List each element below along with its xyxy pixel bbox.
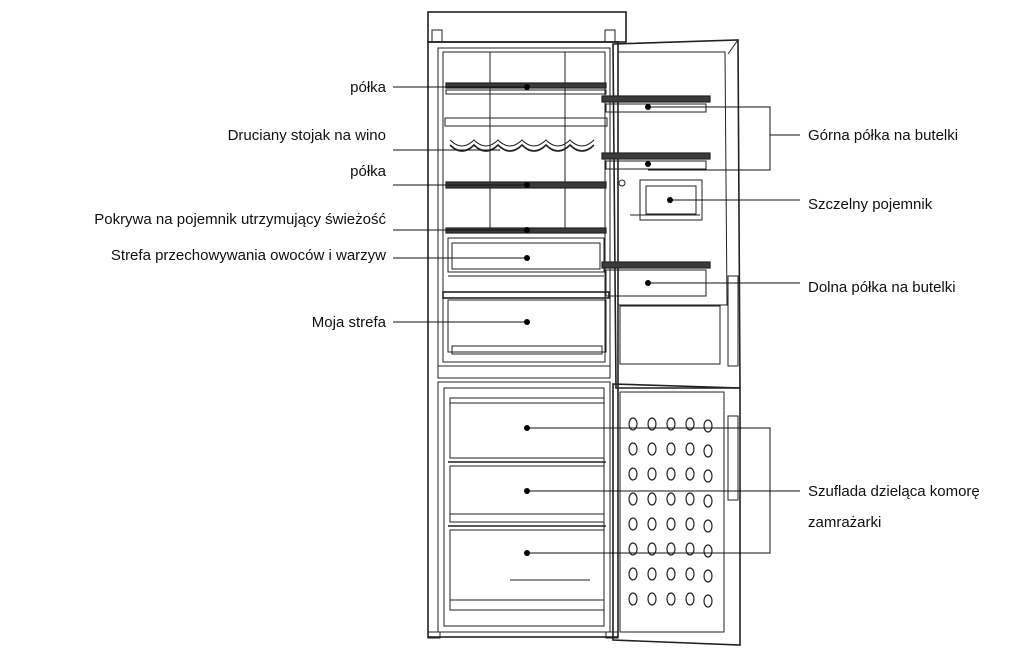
- label-crisper-zone: Strefa przechowywania owoców i warzyw: [111, 247, 386, 264]
- callout-crisper-zone: [393, 255, 530, 261]
- label-wine-rack: Druciany stojak na wino: [228, 127, 386, 144]
- callout-crisper-cover: [393, 227, 530, 233]
- label-crisper-cover: Pokrywa na pojemnik utrzymujący świeżość: [94, 211, 386, 228]
- label-upper-bottle-shelf: Górna półka na butelki: [808, 127, 958, 144]
- label-freezer-drawer-line2: zamrażarki: [808, 514, 881, 531]
- callout-sealed-container: [667, 197, 800, 203]
- callout-upper-bottle-shelf: [645, 104, 800, 171]
- freezer-door-dimples: [628, 417, 713, 608]
- label-my-zone: Moja strefa: [312, 314, 387, 331]
- label-lower-bottle-shelf: Dolna półka na butelki: [808, 279, 956, 296]
- callout-shelf-mid: [393, 182, 530, 188]
- callout-my-zone: [393, 319, 530, 325]
- label-shelf-top: półka: [350, 79, 387, 96]
- label-freezer-drawer-line1: Szuflada dzieląca komorę: [808, 483, 980, 500]
- callout-shelf-top: [393, 84, 530, 90]
- callout-lower-bottle-shelf: [645, 280, 800, 286]
- callout-freezer-drawer: [524, 425, 800, 556]
- label-sealed-container: Szczelny pojemnik: [808, 196, 933, 213]
- label-shelf-mid: półka: [350, 163, 387, 180]
